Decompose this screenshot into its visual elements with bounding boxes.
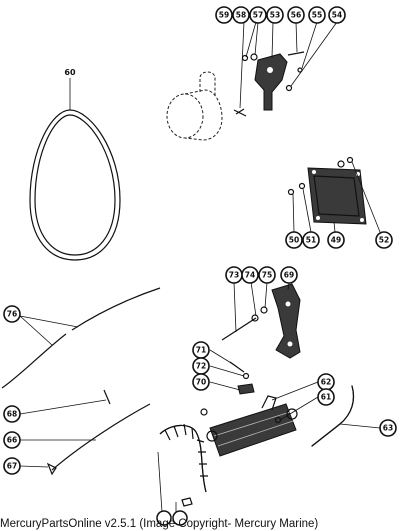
trim-strip-76 — [1, 287, 161, 389]
oil-cooler — [206, 395, 298, 457]
svg-text:53: 53 — [270, 11, 280, 20]
washer-74 — [251, 314, 259, 322]
callout-50: 50 — [285, 231, 303, 249]
leader-74 — [250, 281, 257, 317]
hose-lower-left — [159, 423, 208, 493]
callout-67: 67 — [3, 457, 21, 475]
callout-72: 72 — [192, 357, 210, 375]
svg-text:75: 75 — [262, 271, 272, 280]
leader-71 — [209, 349, 237, 367]
drive-belt — [29, 109, 121, 261]
svg-text:49: 49 — [331, 236, 341, 245]
hose-66 — [51, 403, 151, 471]
small-bracket-bottom — [181, 497, 193, 507]
callout-52: 52 — [375, 231, 393, 249]
svg-text:66: 66 — [7, 436, 17, 445]
bolt-73 — [221, 317, 257, 341]
svg-text:71: 71 — [196, 346, 206, 355]
leader-76a — [19, 315, 53, 346]
mounting-bracket — [254, 53, 288, 111]
leader-75 — [264, 281, 268, 309]
callout-62: 62 — [317, 373, 335, 391]
leader-68 — [19, 399, 107, 415]
leader-70 — [209, 381, 241, 391]
leader-59 — [239, 21, 245, 109]
leader-49 — [333, 221, 336, 233]
leader-52 — [351, 161, 381, 233]
svg-text:54: 54 — [332, 11, 342, 20]
image-copyright-caption: MercuryPartsOnline v2.5.1 (Image Copyrig… — [0, 518, 319, 530]
leader-61 — [279, 396, 319, 421]
callout-bottom-b-ring — [172, 510, 188, 526]
leader-76b — [19, 315, 79, 328]
leader-54 — [290, 21, 338, 87]
leader-58 — [245, 21, 257, 58]
svg-text:59: 59 — [219, 11, 229, 20]
callout-49: 49 — [327, 231, 345, 249]
leader-51 — [302, 188, 312, 233]
callout-60: 60 — [64, 68, 76, 77]
svg-text:56: 56 — [291, 11, 301, 20]
svg-text:62: 62 — [321, 378, 331, 387]
leader-72 — [209, 365, 245, 377]
leader-67 — [19, 465, 49, 468]
callout-73: 73 — [225, 266, 243, 284]
leader-56 — [295, 21, 298, 53]
svg-text:69: 69 — [284, 271, 294, 280]
callout-59: 59 — [215, 6, 233, 24]
callout-51: 51 — [302, 231, 320, 249]
callout-57: 57 — [249, 6, 267, 24]
callout-61: 61 — [317, 388, 335, 406]
leader-50 — [292, 193, 295, 233]
callout-68: 68 — [3, 405, 21, 423]
callout-66: 66 — [3, 431, 21, 449]
hose-clamp-left — [200, 408, 208, 416]
cover-plate — [307, 167, 367, 225]
svg-text:51: 51 — [306, 236, 316, 245]
plate-fasteners — [287, 156, 354, 196]
svg-text:74: 74 — [245, 271, 255, 280]
leader-63 — [339, 423, 381, 429]
bracket-69 — [271, 283, 301, 359]
callout-76: 76 — [3, 305, 21, 323]
callout-54: 54 — [328, 6, 346, 24]
small-fasteners-mid — [229, 361, 255, 395]
svg-text:68: 68 — [7, 410, 17, 419]
intake-elbow-dashed — [166, 71, 223, 141]
callout-74: 74 — [241, 266, 259, 284]
leader-57 — [254, 21, 259, 56]
svg-text:73: 73 — [229, 271, 239, 280]
svg-text:58: 58 — [236, 11, 246, 20]
callout-70: 70 — [192, 373, 210, 391]
svg-text:72: 72 — [196, 362, 206, 371]
callout-63: 63 — [379, 419, 397, 437]
callout-bottom-a-ring — [156, 510, 172, 526]
callout-56: 56 — [287, 6, 305, 24]
svg-text:57: 57 — [253, 11, 263, 20]
svg-text:50: 50 — [289, 236, 299, 245]
callout-53: 53 — [266, 6, 284, 24]
svg-text:67: 67 — [7, 462, 17, 471]
svg-text:55: 55 — [312, 11, 322, 20]
svg-text:70: 70 — [196, 378, 206, 387]
callout-58: 58 — [232, 6, 250, 24]
leader-55 — [301, 21, 318, 69]
svg-text:52: 52 — [379, 236, 389, 245]
leader-73 — [233, 281, 237, 333]
rod-68 — [103, 389, 111, 405]
callout-69: 69 — [280, 266, 298, 284]
leader-bottom-a — [157, 451, 163, 513]
svg-text:76: 76 — [7, 310, 17, 319]
leader-62 — [271, 381, 319, 401]
callout-71: 71 — [192, 341, 210, 359]
callout-75: 75 — [258, 266, 276, 284]
clamp-67-part — [46, 462, 57, 476]
callout-55: 55 — [308, 6, 326, 24]
leader-53 — [271, 21, 274, 59]
washer-75 — [260, 306, 268, 314]
svg-text:61: 61 — [321, 393, 331, 402]
svg-text:63: 63 — [383, 424, 393, 433]
